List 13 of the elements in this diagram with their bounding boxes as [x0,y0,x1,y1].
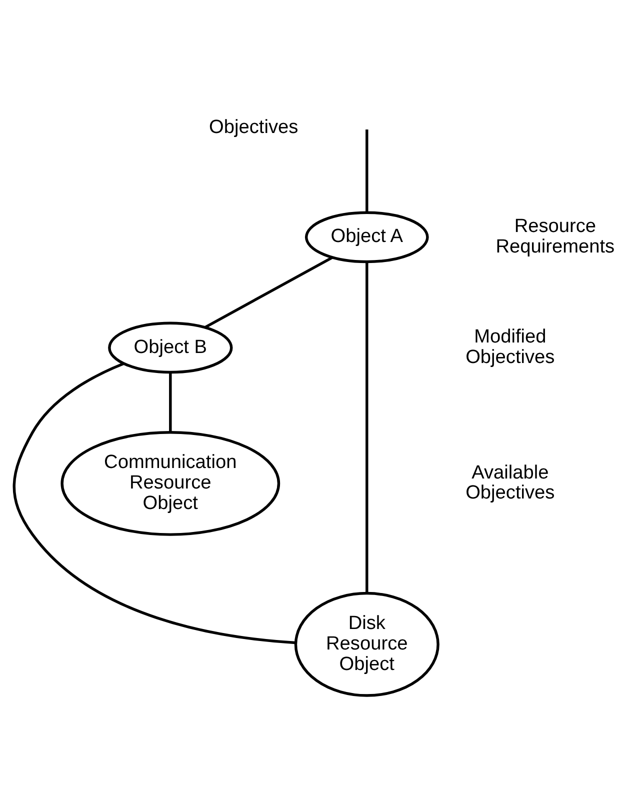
connector [12,362,296,644]
node-ellipse: Object B [108,321,233,374]
node-ellipse: Object A [304,210,429,263]
label: Objectives [209,116,298,138]
connector [204,256,333,328]
node-label: Resource Requirements [496,215,615,257]
connector [169,372,172,432]
connector [366,128,368,212]
label: Modified Objectives [466,326,555,368]
node-ellipse: Communication Resource Object [60,430,280,536]
connector [366,262,368,593]
node-ellipse: Disk Resource Object [294,591,440,696]
label: Available Objectives [466,462,555,504]
